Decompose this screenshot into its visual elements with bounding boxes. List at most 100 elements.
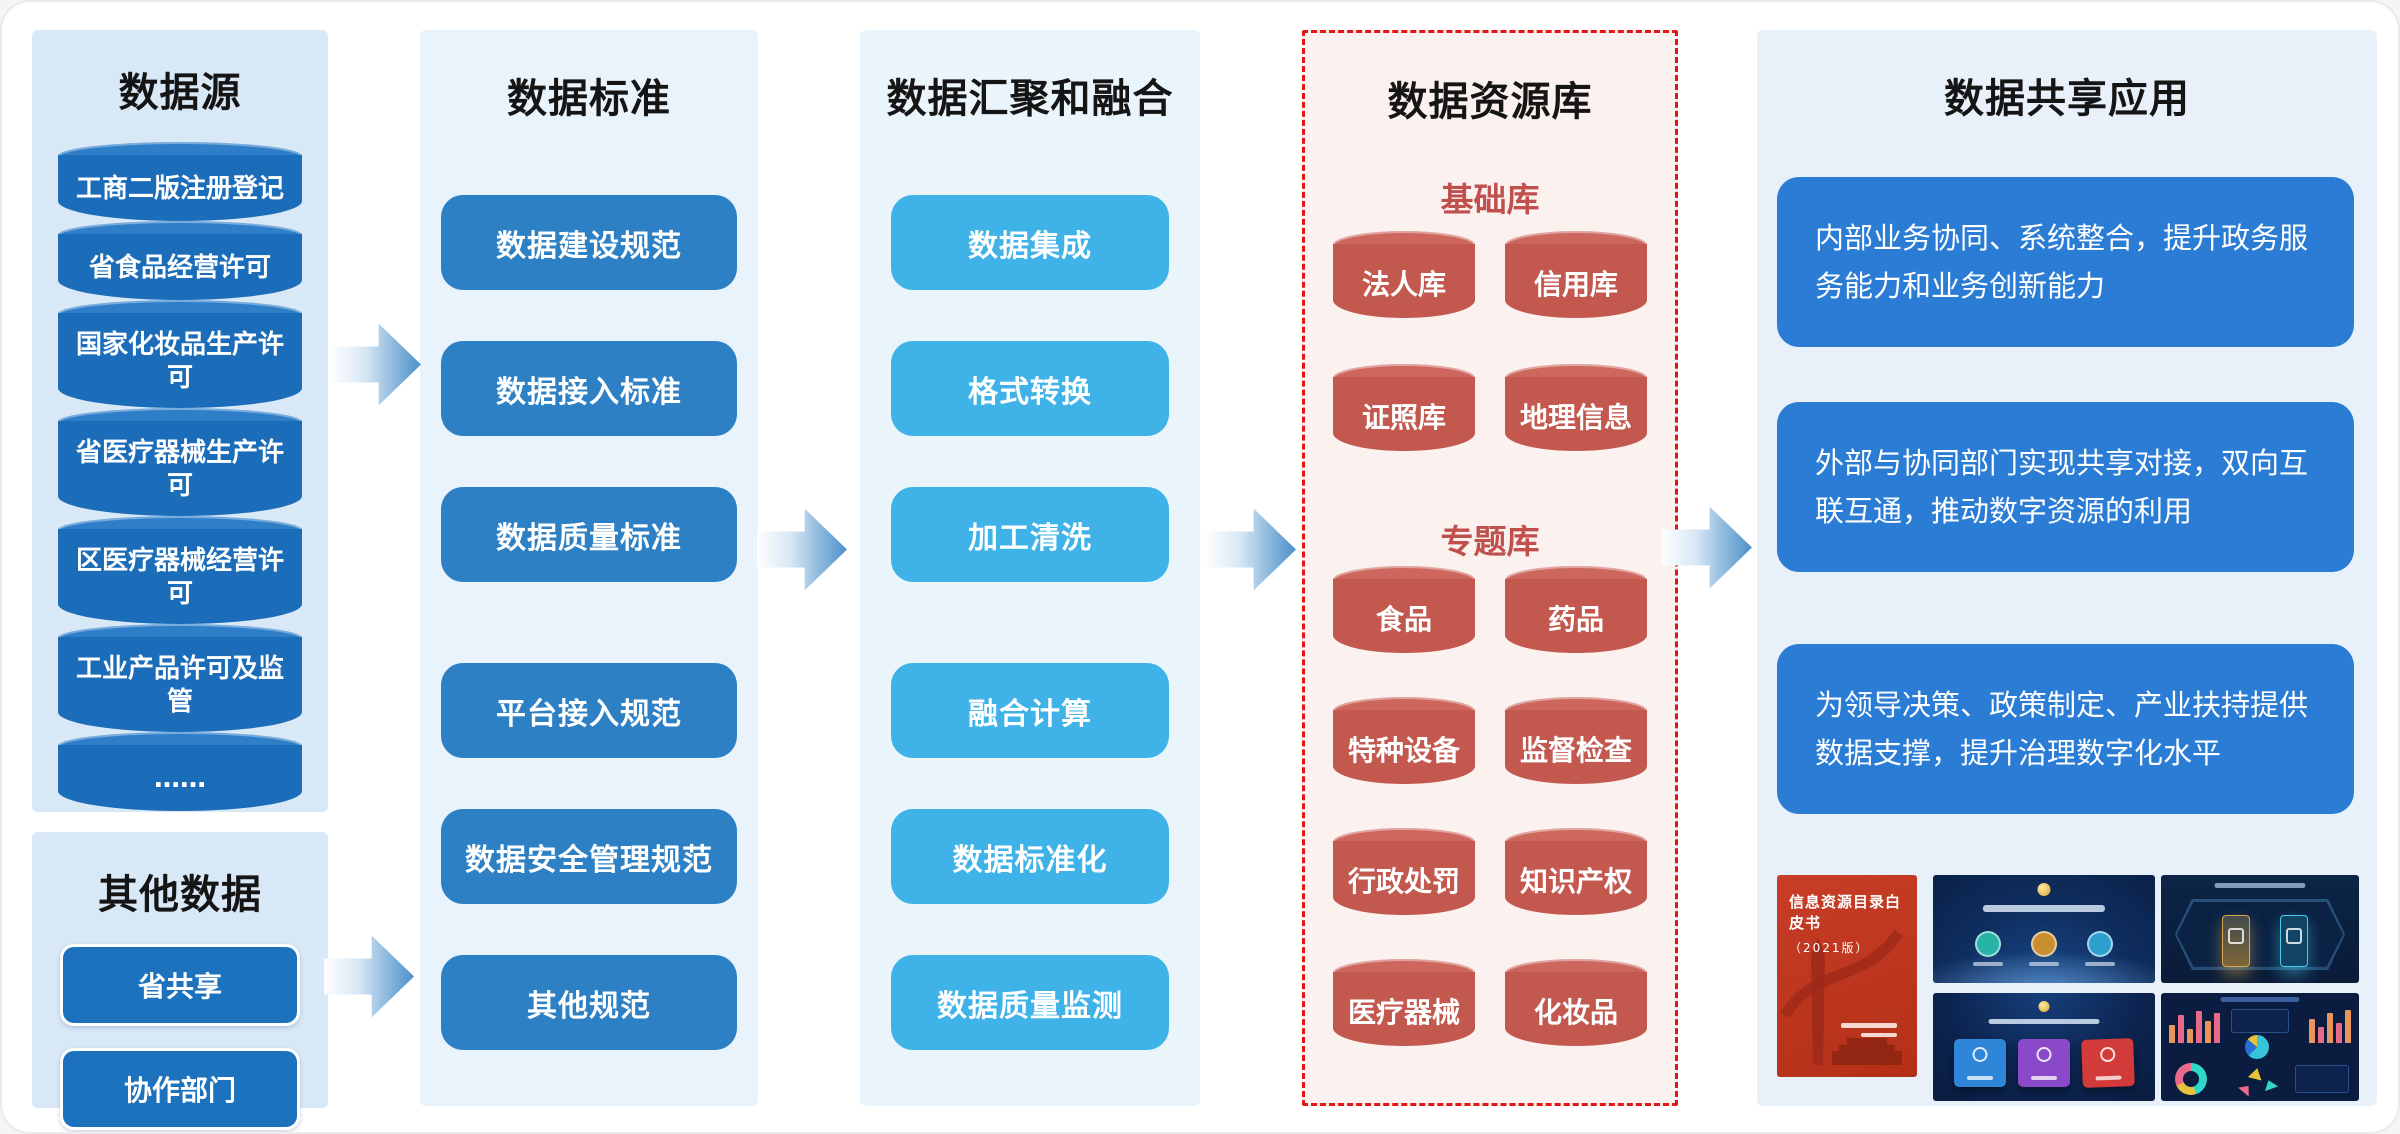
other-data-title: 其他数据	[98, 872, 262, 918]
mini-pie-chart	[2245, 1035, 2269, 1059]
tile-icon	[2099, 1046, 2116, 1063]
topic-db-cylinder: 特种设备	[1333, 697, 1475, 784]
chart-bar	[2178, 1015, 2184, 1043]
chart-bar	[2327, 1013, 2333, 1043]
mini-bar-chart	[2309, 1009, 2351, 1043]
chart-bar	[2187, 1029, 2193, 1043]
tile-icon	[1972, 1047, 1988, 1062]
whitepaper-cover-thumbnail: 信息资源目录白皮书 （2021版）	[1777, 875, 1917, 1077]
source-db-cylinder: 工业产品许可及监管	[58, 624, 302, 732]
topic-db-cylinder: 药品	[1505, 566, 1647, 653]
standard-item: 数据建设规范	[441, 195, 737, 290]
flow-arrow-right-icon	[331, 323, 421, 406]
data-sources-list: 工商二版注册登记 省食品经营许可 国家化妆品生产许可 省医疗器械生产许可 区医疗…	[58, 142, 302, 811]
globe-horizon-glow	[1933, 951, 2155, 983]
chart-bar	[2336, 1023, 2342, 1043]
emblem-icon	[2038, 1001, 2050, 1012]
sharing-benefit-text: 内部业务协同、系统整合，提升政务服务能力和业务创新能力	[1815, 220, 2309, 303]
data-repository-title: 数据资源库	[1387, 79, 1593, 125]
data-standards-list: 数据建设规范 数据接入标准 数据质量标准 平台接入规范 数据安全管理规范 其他规…	[441, 195, 737, 1050]
basic-db-cylinder: 法人库	[1333, 231, 1475, 318]
aggregation-item: 数据集成	[891, 195, 1169, 290]
data-sharing-title: 数据共享应用	[1944, 76, 2190, 122]
topic-db-label: 监督检查	[1519, 734, 1632, 767]
panel-data-repository: 数据资源库 基础库 法人库 信用库 证照库 地理信息 专题库 食品 药品 特种设…	[1302, 30, 1678, 1106]
source-db-cylinder: 工商二版注册登记	[58, 142, 302, 221]
panel-other-data: 其他数据 省共享 协作部门	[32, 832, 328, 1130]
topic-library-grid: 食品 药品 特种设备 监督检查 行政处罚 知识产权 医疗器械 化妆品	[1333, 566, 1647, 1046]
mini-donut-chart	[2175, 1063, 2207, 1095]
chart-bar	[2309, 1019, 2315, 1043]
panel-data-sources: 数据源 工商二版注册登记 省食品经营许可 国家化妆品生产许可 省医疗器械生产许可…	[32, 30, 328, 812]
basic-db-cylinder: 信用库	[1505, 231, 1647, 318]
topic-db-label: 行政处罚	[1347, 865, 1460, 898]
panel-data-standards: 数据标准 数据建设规范 数据接入标准 数据质量标准 平台接入规范 数据安全管理规…	[420, 30, 758, 1106]
screenshot-title-bar	[2214, 883, 2306, 888]
sharing-benefit-card: 为领导决策、政策制定、产业扶持提供数据支撑，提升治理数字化水平	[1777, 644, 2354, 814]
data-standards-title: 数据标准	[507, 76, 671, 122]
chart-bar	[2345, 1010, 2351, 1043]
source-db-label: ……	[154, 763, 206, 794]
data-aggregation-list: 数据集成 格式转换 加工清洗 融合计算 数据标准化 数据质量监测	[891, 195, 1169, 1050]
basic-db-cylinder: 证照库	[1333, 364, 1475, 451]
aggregation-item: 加工清洗	[891, 487, 1169, 582]
topic-db-cylinder: 化妆品	[1505, 959, 1647, 1046]
source-db-label: 区医疗器械经营许可	[75, 546, 284, 609]
portal-tile	[1954, 1039, 2006, 1087]
source-db-label: 国家化妆品生产许可	[75, 330, 284, 393]
source-db-label: 省医疗器械生产许可	[75, 438, 284, 501]
source-db-cylinder: 省食品经营许可	[58, 221, 302, 300]
whitepaper-title: 信息资源目录白皮书	[1789, 893, 1902, 932]
emblem-icon	[2037, 883, 2051, 896]
topic-db-label: 化妆品	[1533, 996, 1618, 1029]
sharing-benefit-text: 外部与协同部门实现共享对接，双向互联互通，推动数字资源的利用	[1815, 445, 2309, 528]
blue-pillar	[2279, 915, 2308, 967]
source-db-cylinder: ……	[58, 732, 302, 811]
gold-pillar	[2222, 915, 2251, 967]
other-data-item: 协作部门	[60, 1048, 300, 1130]
topic-db-label: 药品	[1547, 603, 1604, 636]
topic-db-cylinder: 医疗器械	[1333, 959, 1475, 1046]
flow-arrow-right-icon	[1206, 508, 1296, 591]
whitepaper-edition: （2021版）	[1789, 941, 1870, 955]
other-data-item: 省共享	[60, 944, 300, 1026]
other-data-list: 省共享 协作部门	[32, 944, 328, 1130]
topic-db-cylinder: 监督检查	[1505, 697, 1647, 784]
sharing-benefit-card: 内部业务协同、系统整合，提升政务服务能力和业务创新能力	[1777, 177, 2354, 347]
screenshot-title-bar	[1982, 905, 2106, 912]
basic-db-label: 地理信息	[1519, 401, 1632, 434]
showcase-screenshot-thumbnail	[2161, 875, 2359, 983]
source-db-cylinder: 区医疗器械经营许可	[58, 516, 302, 624]
triangle-marker	[2261, 1077, 2279, 1092]
data-sources-title: 数据源	[118, 70, 242, 116]
chart-bar	[2214, 1013, 2220, 1043]
source-db-label: 省食品经营许可	[88, 252, 271, 283]
triangle-marker	[2238, 1081, 2254, 1097]
sharing-benefit-text: 为领导决策、政策制定、产业扶持提供数据支撑，提升治理数字化水平	[1815, 687, 2309, 770]
chart-bar	[2318, 1027, 2324, 1043]
basic-db-label: 信用库	[1533, 268, 1618, 301]
aggregation-item: 格式转换	[891, 341, 1169, 436]
standard-item: 平台接入规范	[441, 663, 737, 758]
shield-icon	[2285, 928, 2302, 944]
standard-item: 数据质量标准	[441, 487, 737, 582]
topic-db-cylinder: 食品	[1333, 566, 1475, 653]
basic-library-subtitle: 基础库	[1440, 180, 1540, 219]
panel-data-sharing: 数据共享应用 内部业务协同、系统整合，提升政务服务能力和业务创新能力 外部与协同…	[1757, 30, 2377, 1106]
tile-caption-bar	[2031, 1076, 2057, 1080]
topic-db-label: 特种设备	[1347, 734, 1460, 767]
hexagon-stage-floor	[2176, 902, 2344, 967]
cover-caption-bar	[1841, 1023, 1897, 1028]
tile-icon	[2036, 1047, 2052, 1062]
dashboard-screenshot-thumbnail	[2161, 993, 2359, 1101]
source-db-cylinder: 省医疗器械生产许可	[58, 408, 302, 516]
topic-library-subtitle: 专题库	[1440, 522, 1540, 561]
basic-db-label: 法人库	[1361, 268, 1446, 301]
kpi-panel	[2231, 1009, 2289, 1033]
chart-bar	[2169, 1025, 2175, 1043]
chart-bar	[2205, 1021, 2211, 1043]
monument-silhouette-art	[1780, 929, 1904, 1065]
data-aggregation-title: 数据汇聚和融合	[886, 76, 1174, 122]
panel-data-aggregation: 数据汇聚和融合 数据集成 格式转换 加工清洗 融合计算 数据标准化 数据质量监测	[860, 30, 1200, 1106]
